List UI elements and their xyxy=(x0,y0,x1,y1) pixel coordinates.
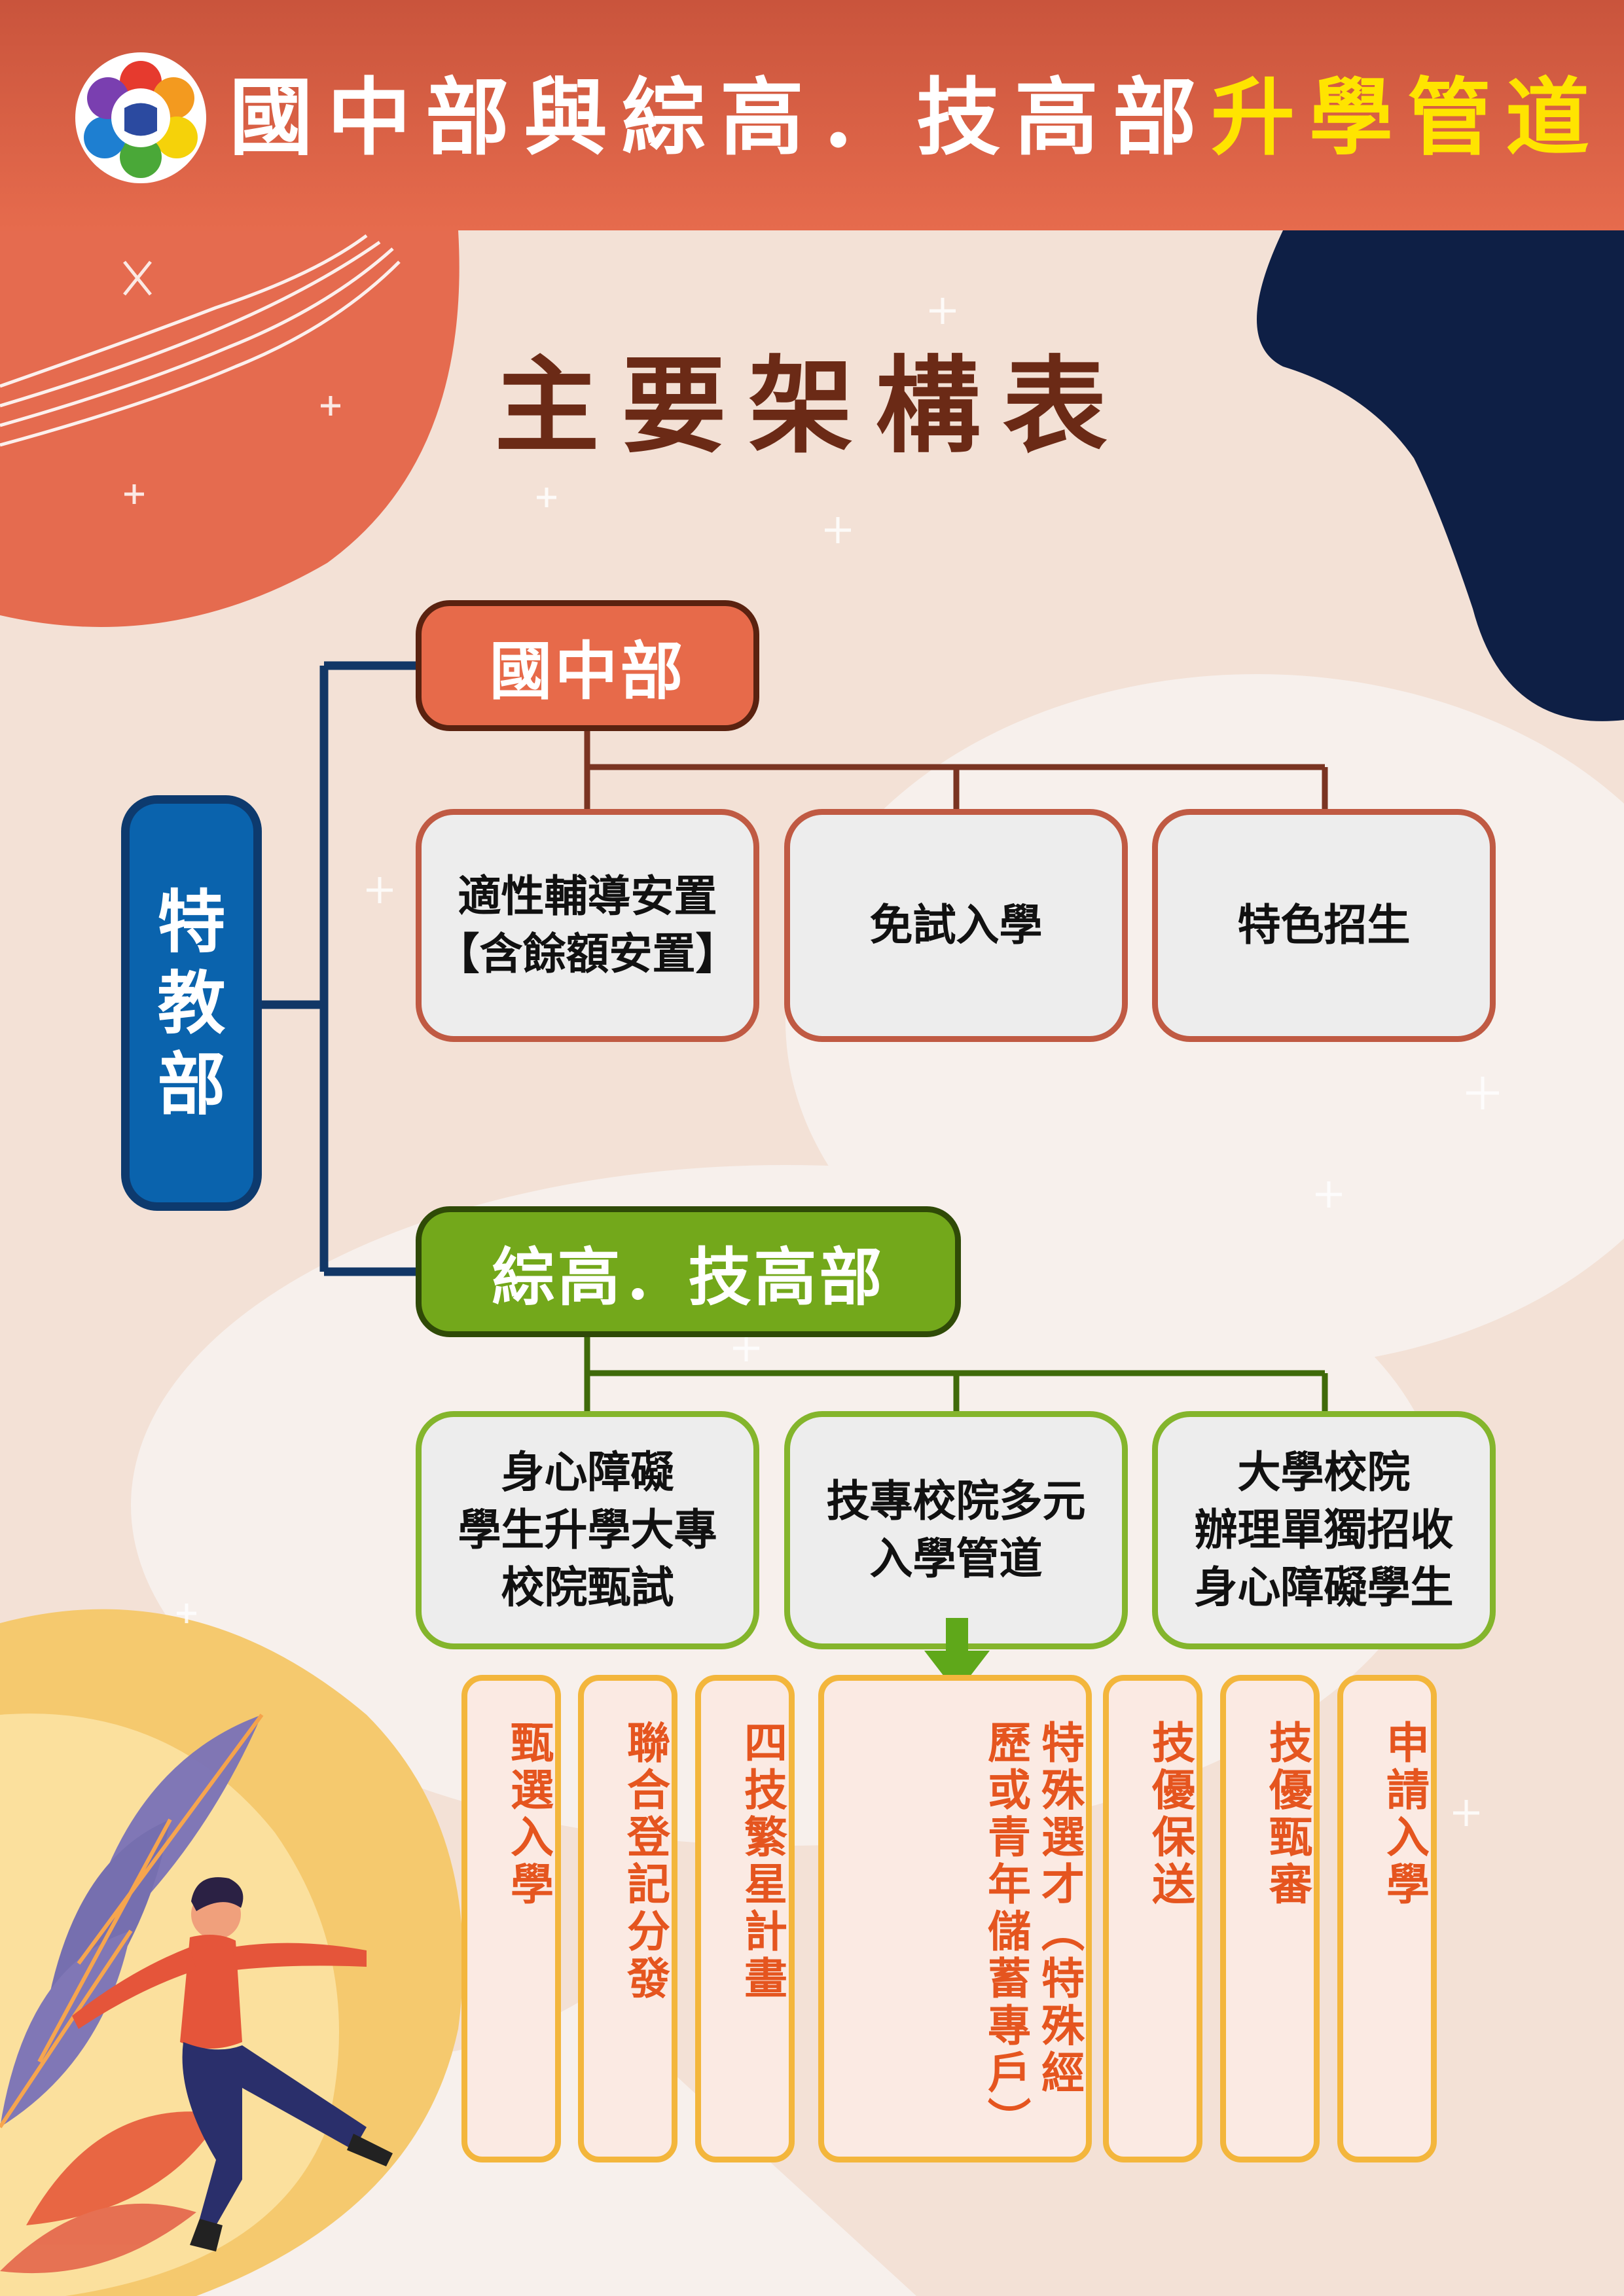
sub-channel-card: 技優保送 xyxy=(1103,1675,1202,2162)
sub-channel-card: 技優甄審 xyxy=(1220,1675,1320,2162)
junior-high-item: 免試入學 xyxy=(784,809,1128,1042)
sub-channel-label: 四技繁星計畫 xyxy=(701,1720,789,2003)
sub-channel-label: 申請入學 xyxy=(1343,1720,1431,1909)
sub-channel-card: 四技繁星計畫 xyxy=(695,1675,795,2162)
sub-channel-label: 聯合登記分發 xyxy=(584,1720,672,2003)
junior-high-item: 特色招生 xyxy=(1152,809,1496,1042)
sub-channel-card: 申請入學 xyxy=(1337,1675,1437,2162)
junior-high-item: 適性輔導安置 【含餘額安置】 xyxy=(416,809,759,1042)
junior-high-category: 國中部 xyxy=(416,600,759,731)
sub-channel-label: 技優甄審 xyxy=(1226,1720,1314,1909)
root-char: 教 xyxy=(157,963,225,1044)
sub-channel-label: 特殊選才（特殊經歷或青年儲蓄專戶） xyxy=(824,1720,1086,2126)
sub-channel-card-special: 特殊選才（特殊經歷或青年儲蓄專戶） xyxy=(818,1675,1092,2162)
senior-high-item: 技專校院多元 入學管道 xyxy=(784,1411,1128,1649)
senior-high-item: 大學校院 辦理單獨招收 身心障礙學生 xyxy=(1152,1411,1496,1649)
sub-channel-label: 技優保送 xyxy=(1109,1720,1197,1909)
sub-channel-card: 甄選入學 xyxy=(461,1675,561,2162)
senior-high-category: 綜高．技高部 xyxy=(416,1206,961,1337)
special-education-root: 特 教 部 xyxy=(121,795,262,1211)
sub-channel-card: 聯合登記分發 xyxy=(578,1675,677,2162)
root-char: 特 xyxy=(157,882,225,963)
senior-high-item: 身心障礙 學生升學大專 校院甄試 xyxy=(416,1411,759,1649)
root-char: 部 xyxy=(157,1044,225,1125)
sub-channel-label: 甄選入學 xyxy=(467,1720,555,1909)
